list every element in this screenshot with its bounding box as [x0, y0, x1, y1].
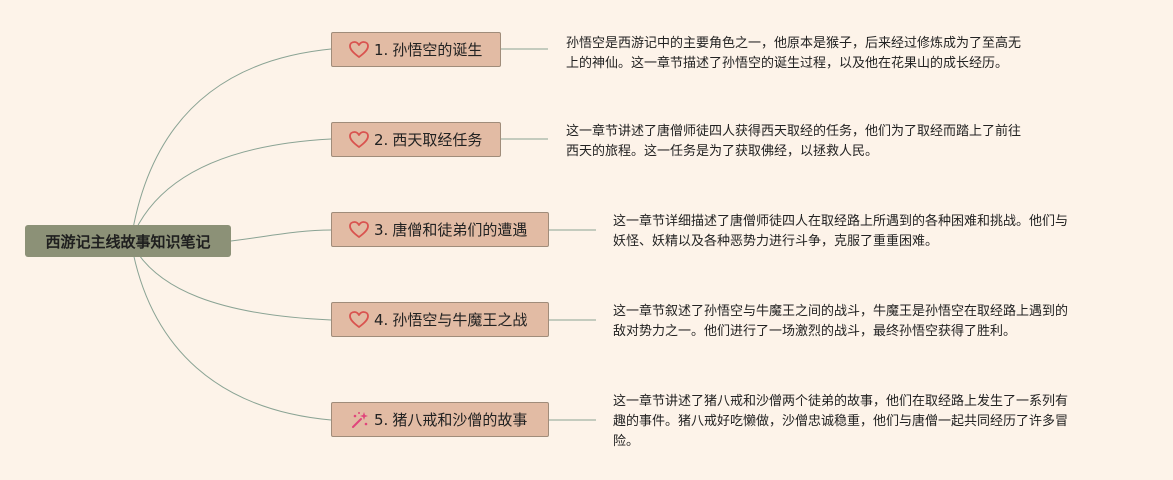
chapter-title: 猪八戒和沙僧的故事 [392, 411, 528, 429]
chapter-node-2[interactable]: 2. 西天取经任务 [331, 122, 501, 157]
chapter-number: 1. [374, 40, 389, 59]
heart-icon [348, 220, 370, 240]
branch-connector [130, 241, 332, 321]
chapter-description-4: 这一章节叙述了孙悟空与牛魔王之间的战斗，牛魔王是孙悟空在取经路上遇到的 敌对势力… [613, 302, 1068, 342]
description-line: 西天的旅程。这一任务是为了获取佛经，以拯救人民。 [566, 144, 879, 159]
description-line: 敌对势力之一。他们进行了一场激烈的战斗，最终孙悟空获得了胜利。 [613, 324, 1017, 339]
chapter-title: 孙悟空的诞生 [392, 41, 483, 59]
description-line: 这一章节叙述了孙悟空与牛魔王之间的战斗，牛魔王是孙悟空在取经路上遇到的 [613, 304, 1069, 319]
heart-icon [348, 310, 370, 330]
chapter-node-4[interactable]: 4. 孙悟空与牛魔王之战 [331, 302, 549, 337]
chapter-number: 5. [374, 410, 389, 429]
chapter-title: 唐僧和徒弟们的遭遇 [392, 221, 528, 239]
heart-icon [348, 130, 370, 150]
chapter-description-1: 孙悟空是西游记中的主要角色之一，他原本是猴子，后来经过修炼成为了至高无 上的神仙… [566, 34, 1021, 74]
description-line: 险。 [613, 434, 640, 449]
root-title: 西游记主线故事知识笔记 [45, 232, 211, 251]
branch-connector [130, 138, 332, 241]
chapter-description-3: 这一章节详细描述了唐僧师徒四人在取经路上所遇到的各种困难和挑战。他们与 妖怪、妖… [613, 212, 1068, 252]
branch-connector [230, 229, 332, 242]
chapter-description-5: 这一章节讲述了猪八戒和沙僧两个徒弟的故事，他们在取经路上发生了一系列有 趣的事件… [613, 392, 1068, 452]
chapter-number: 4. [374, 310, 389, 329]
chapter-title: 孙悟空与牛魔王之战 [392, 311, 528, 329]
chapter-number: 3. [374, 220, 389, 239]
chapter-number: 2. [374, 130, 389, 149]
branch-connector [130, 48, 332, 241]
description-line: 妖怪、妖精以及各种恶势力进行斗争，克服了重重困难。 [613, 234, 939, 249]
chapter-node-3[interactable]: 3. 唐僧和徒弟们的遭遇 [331, 212, 549, 247]
description-line: 这一章节详细描述了唐僧师徒四人在取经路上所遇到的各种困难和挑战。他们与 [613, 214, 1069, 229]
heart-icon [348, 40, 370, 60]
chapter-description-2: 这一章节讲述了唐僧师徒四人获得西天取经的任务，他们为了取经而踏上了前往 西天的旅… [566, 122, 1021, 162]
description-line: 孙悟空是西游记中的主要角色之一，他原本是猴子，后来经过修炼成为了至高无 [566, 36, 1022, 51]
description-line: 这一章节讲述了唐僧师徒四人获得西天取经的任务，他们为了取经而踏上了前往 [566, 124, 1022, 139]
branch-connector [130, 241, 332, 421]
description-line: 上的神仙。这一章节描述了孙悟空的诞生过程，以及他在花果山的成长经历。 [566, 56, 1009, 71]
chapter-node-1[interactable]: 1. 孙悟空的诞生 [331, 32, 501, 67]
chapter-node-5[interactable]: 5. 猪八戒和沙僧的故事 [331, 402, 549, 437]
root-node[interactable]: 西游记主线故事知识笔记 [25, 225, 231, 257]
sparkle-icon [348, 410, 370, 430]
description-line: 这一章节讲述了猪八戒和沙僧两个徒弟的故事，他们在取经路上发生了一系列有 [613, 394, 1069, 409]
chapter-title: 西天取经任务 [392, 131, 483, 149]
description-line: 趣的事件。猪八戒好吃懒做，沙僧忠诚稳重，他们与唐僧一起共同经历了许多冒 [613, 414, 1069, 429]
